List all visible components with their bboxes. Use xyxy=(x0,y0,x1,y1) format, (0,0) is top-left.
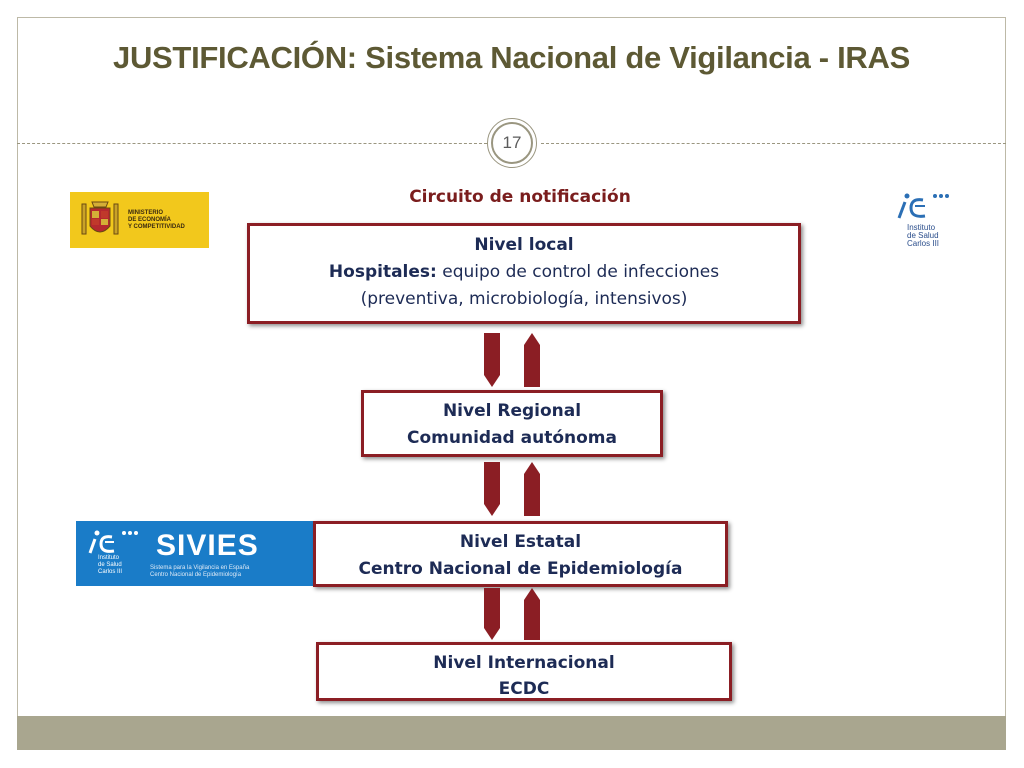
level-regional-detail: Comunidad autónoma xyxy=(407,428,617,448)
sivies-isc-text: Instituto de Salud Carlos III xyxy=(98,555,122,576)
level-local-line-2: Hospitales: equipo de control de infecci… xyxy=(250,259,798,286)
title-divider-right xyxy=(541,143,1006,144)
isciii-line-2: de Salud xyxy=(907,231,939,240)
footer-bar xyxy=(17,716,1006,750)
sivies-isc-line-2: de Salud xyxy=(98,562,122,568)
level-local-hospitals-detail: equipo de control de infecciones xyxy=(436,262,720,282)
sivies-sub-line-2: Centro Nacional de Epidemiología xyxy=(150,572,242,578)
coat-of-arms-icon xyxy=(81,201,119,235)
level-internacional-box: Nivel Internacional ECDC xyxy=(316,642,732,701)
isciii-text: Instituto de Salud Carlos III xyxy=(907,224,939,248)
arrow-pair-local-regional xyxy=(484,333,540,387)
isciii-logo: Instituto de Salud Carlos III xyxy=(893,190,953,254)
slide-title: JUSTIFICACIÓN: Sistema Nacional de Vigil… xyxy=(113,40,910,75)
ministerio-text: MINISTERIO DE ECONOMÍA Y COMPETITIVIDAD xyxy=(128,210,185,231)
ministerio-line-1: MINISTERIO xyxy=(128,210,164,216)
ministerio-line-3: Y COMPETITIVIDAD xyxy=(128,224,185,230)
sivies-sub-line-1: Sistema para la Vigilancia en España xyxy=(150,565,250,571)
arrow-pair-estatal-internacional xyxy=(484,588,540,640)
page-number-badge: 17 xyxy=(487,118,537,168)
ministerio-logo: MINISTERIO DE ECONOMÍA Y COMPETITIVIDAD xyxy=(70,192,209,248)
sivies-logo: Instituto de Salud Carlos III SIVIES Sis… xyxy=(76,521,314,586)
level-local-box: Nivel local Hospitales: equipo de contro… xyxy=(247,223,801,324)
isciii-line-1: Instituto xyxy=(907,223,936,232)
level-estatal-name: Nivel Estatal xyxy=(459,532,582,552)
sivies-subtitle: Sistema para la Vigilancia en España Cen… xyxy=(150,565,249,579)
sivies-isc-line-1: Instituto xyxy=(98,555,120,561)
sivies-isc-line-3: Carlos III xyxy=(98,569,123,575)
sivies-wordmark: SIVIES xyxy=(156,529,259,562)
level-internacional-name: Nivel Internacional xyxy=(433,653,615,673)
level-regional-box: Nivel Regional Comunidad autónoma xyxy=(361,390,663,457)
isciii-mark-icon xyxy=(897,193,949,219)
level-internacional-detail: ECDC xyxy=(498,679,550,699)
up-arrow-icon xyxy=(524,333,540,387)
ministerio-line-2: DE ECONOMÍA xyxy=(128,217,172,223)
level-local-name: Nivel local xyxy=(474,235,574,255)
level-local-hospitals-label: Hospitales: xyxy=(328,262,437,282)
arrow-pair-regional-estatal xyxy=(484,462,540,516)
level-estatal-box: Nivel Estatal Centro Nacional de Epidemi… xyxy=(313,521,728,587)
level-estatal-detail: Centro Nacional de Epidemiología xyxy=(358,559,683,579)
level-local-line-3: (preventiva, microbiología, intensivos) xyxy=(360,289,688,309)
page-number: 17 xyxy=(491,122,533,164)
up-arrow-icon xyxy=(524,462,540,516)
up-arrow-icon xyxy=(524,588,540,640)
isciii-mark-icon xyxy=(88,530,138,554)
down-arrow-icon xyxy=(484,588,500,640)
diagram-title: Circuito de notificación xyxy=(409,187,631,207)
level-regional-name: Nivel Regional xyxy=(442,401,582,421)
down-arrow-icon xyxy=(484,462,500,516)
isciii-line-3: Carlos III xyxy=(907,239,940,248)
title-divider-left xyxy=(17,143,487,144)
down-arrow-icon xyxy=(484,333,500,387)
